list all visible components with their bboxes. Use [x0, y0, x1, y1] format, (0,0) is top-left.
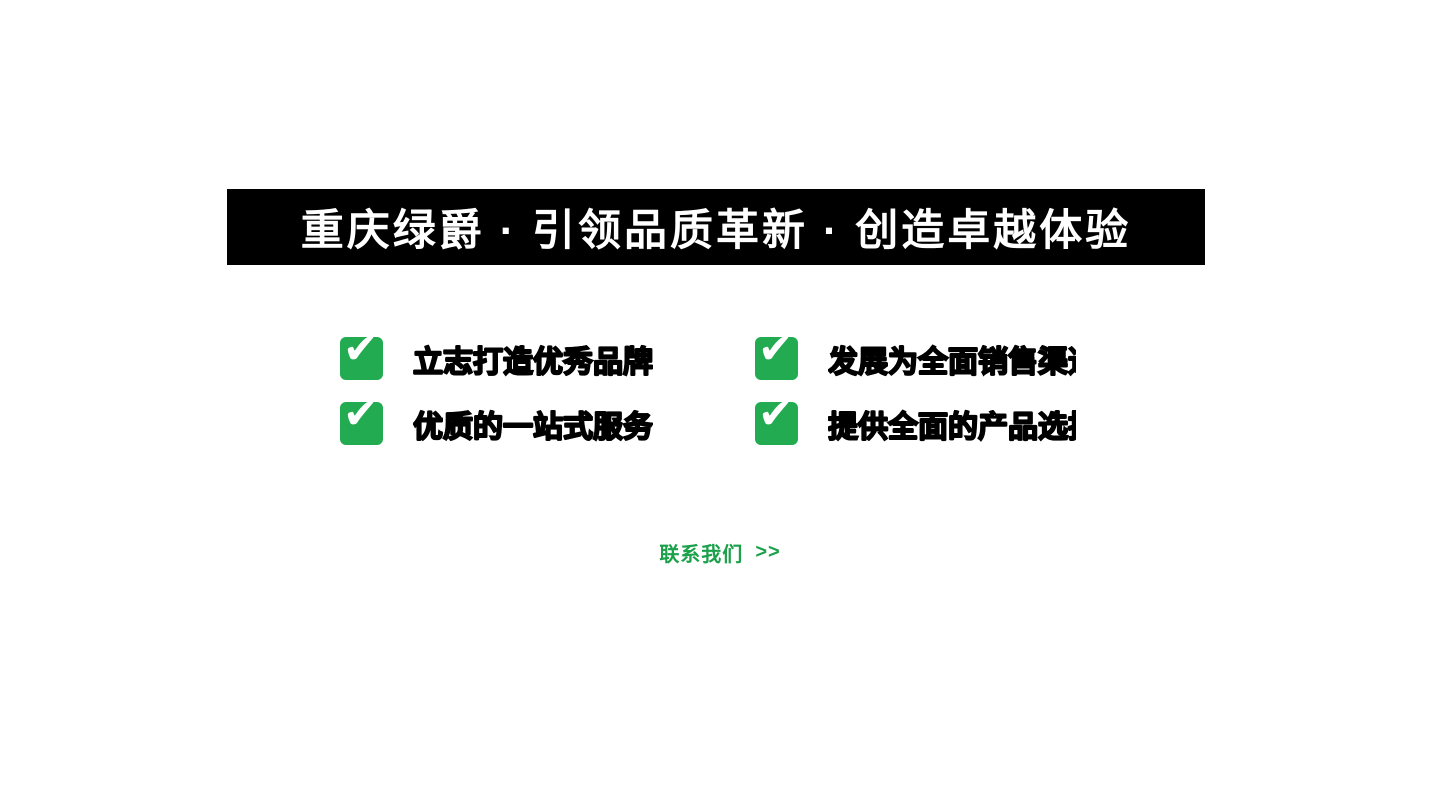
- contact-us-link[interactable]: 联系我们 >>: [659, 538, 780, 567]
- feature-item: ✔ 优质的一站式服务: [340, 393, 653, 445]
- checkmark-glyph: ✔: [343, 390, 379, 437]
- contact-us-label: 联系我们: [659, 544, 744, 566]
- check-icon: ✔: [340, 393, 383, 445]
- feature-item: ✔ 发展为全面销售渠道: [755, 328, 1076, 380]
- feature-label: 优质的一站式服务: [413, 410, 653, 445]
- checkmark-glyph: ✔: [758, 390, 794, 437]
- feature-label: 立志打造优秀品牌: [413, 345, 653, 380]
- feature-label: 提供全面的产品选择: [828, 410, 1076, 445]
- check-icon: ✔: [755, 328, 798, 380]
- feature-item: ✔ 提供全面的产品选择: [755, 393, 1076, 445]
- check-icon: ✔: [340, 328, 383, 380]
- checkmark-glyph: ✔: [758, 325, 794, 372]
- banner-title: 重庆绿爵 · 引领品质革新 · 创造卓越体验: [300, 207, 1132, 255]
- check-icon: ✔: [755, 393, 798, 445]
- feature-item: ✔ 立志打造优秀品牌: [340, 328, 653, 380]
- feature-label: 发展为全面销售渠道: [828, 345, 1076, 380]
- hero-banner: 重庆绿爵 · 引领品质革新 · 创造卓越体验: [227, 189, 1205, 265]
- contact-section: 联系我们 >>: [0, 538, 1440, 567]
- double-arrow-right-icon: >>: [755, 541, 781, 563]
- checkmark-glyph: ✔: [343, 325, 379, 372]
